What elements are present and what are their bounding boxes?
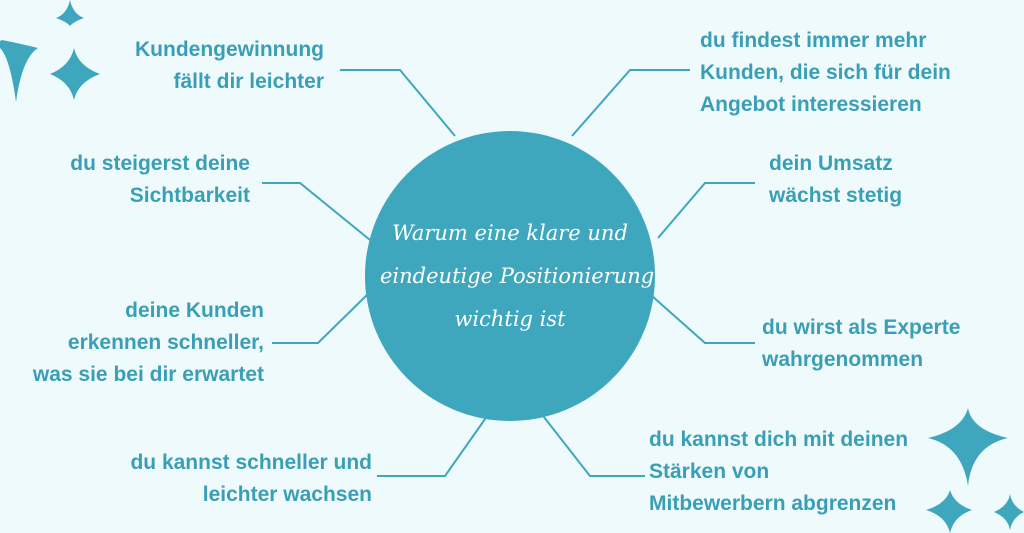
benefit-line: du findest immer mehr (700, 29, 927, 52)
benefit-line: Kunden, die sich für dein (700, 61, 951, 84)
benefit-line: deine Kunden (125, 299, 264, 322)
sparkle-star-icon (0, 40, 38, 102)
benefit-customer-acquisition: Kundengewinnung fällt dir leichter (135, 34, 324, 98)
central-topic-line: Warum eine klare und (392, 220, 628, 245)
benefit-line: wächst stetig (769, 184, 903, 207)
benefit-line: wahrgenommen (762, 348, 924, 371)
benefit-revenue-growth: dein Umsatz wächst stetig (769, 148, 902, 212)
benefit-line: du kannst dich mit deinen (649, 428, 909, 451)
connector-line (262, 182, 371, 241)
benefit-faster-growth: du kannst schneller und leichter wachsen (130, 447, 372, 511)
benefit-line: dein Umsatz (769, 152, 893, 175)
sparkle-star-icon (994, 494, 1024, 530)
central-topic-line: eindeutige Positionierung (380, 263, 655, 288)
benefit-line: was sie bei dir erwartet (32, 363, 264, 386)
benefit-line: Stärken von (649, 460, 770, 483)
connector-line (272, 291, 371, 344)
benefit-line: Kundengewinnung (135, 38, 324, 61)
connector-line (571, 69, 690, 137)
connector-line (539, 411, 645, 477)
benefit-line: fällt dir leichter (173, 70, 324, 93)
benefit-line: erkennen schneller, (67, 331, 264, 354)
connector-line (340, 69, 456, 137)
benefit-clear-expectations: deine Kunden erkennen schneller, was sie… (33, 295, 264, 391)
sparkle-star-icon (50, 48, 100, 100)
sparkle-star-icon (928, 408, 1008, 486)
benefit-visibility: du steigerst deine Sichtbarkeit (70, 148, 250, 212)
benefit-more-customers: du findest immer mehr Kunden, die sich f… (700, 25, 951, 121)
central-topic-circle: Warum eine klare und eindeutige Position… (365, 131, 655, 421)
benefit-line: du steigerst deine (70, 152, 250, 175)
benefit-differentiation: du kannst dich mit deinen Stärken von Mi… (649, 424, 908, 520)
connector-line (377, 411, 491, 477)
benefit-line: Mitbewerbern abgrenzen (649, 492, 897, 515)
benefit-line: du kannst schneller und (130, 451, 372, 474)
sparkle-star-icon (926, 490, 972, 533)
benefit-line: leichter wachsen (202, 483, 372, 506)
connector-line (657, 182, 755, 239)
sparkle-star-icon (56, 0, 84, 26)
benefit-line: du wirst als Experte (762, 316, 961, 339)
benefit-expert-perception: du wirst als Experte wahrgenommen (762, 312, 960, 376)
central-topic-line: wichtig ist (454, 306, 566, 331)
connector-line (651, 295, 755, 344)
central-topic-text: Warum eine klare und eindeutige Position… (380, 212, 655, 341)
benefit-line: Angebot interessieren (700, 93, 922, 116)
benefit-line: Sichtbarkeit (129, 184, 250, 207)
